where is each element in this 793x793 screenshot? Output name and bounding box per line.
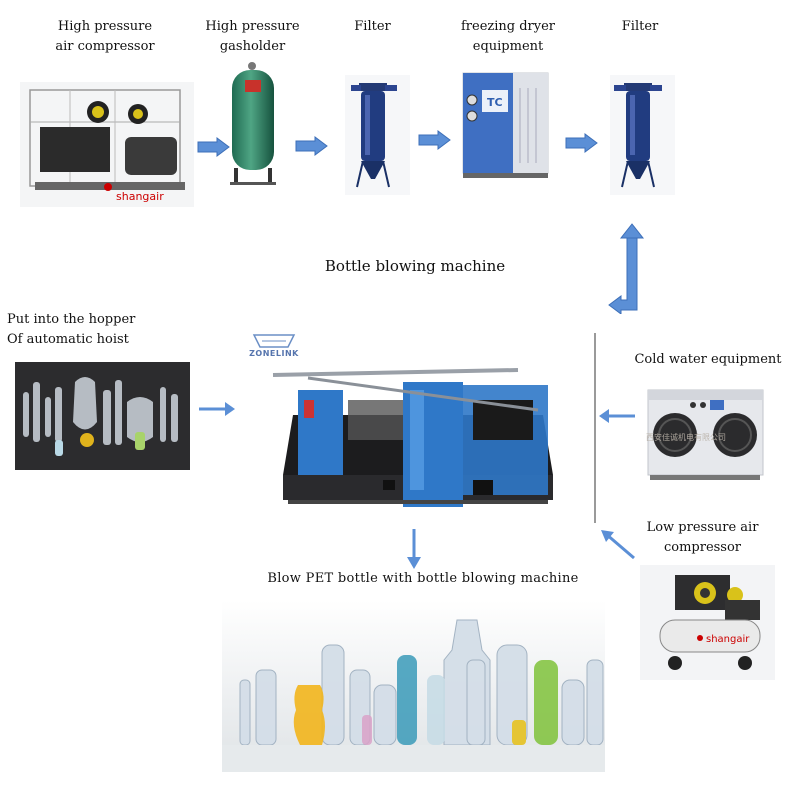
- freezing-dryer-image: TC: [458, 68, 553, 183]
- zonelink-text: ZONELINK: [249, 349, 299, 358]
- arrow-compressor-to-gasholder: [197, 137, 230, 157]
- cold-water-chiller-image: 西安佳诚机电有限公司: [640, 380, 770, 490]
- shangair-text: shangair: [116, 190, 164, 203]
- arrow-machine-to-bottles: [407, 529, 421, 569]
- preforms-image: [15, 362, 190, 470]
- filter-1-image: [345, 75, 410, 195]
- label-high-pressure-compressor: High pressure air compressor: [55, 19, 155, 54]
- label-blow-pet-bottle: Blow PET bottle with bottle blowing mach…: [267, 571, 579, 586]
- arrow-filter-to-machine-l: [608, 223, 645, 314]
- gasholder-tank-image: [222, 58, 286, 188]
- label-hopper: Put into the hopper Of automatic hoist: [7, 312, 136, 347]
- filter-2-image: [610, 75, 675, 195]
- pet-bottles-image: [222, 600, 605, 772]
- bottle-blowing-machine-image: [268, 360, 558, 520]
- label-filter-2: Filter: [621, 19, 659, 34]
- zonelink-logo: ZONELINK: [244, 333, 304, 361]
- vertical-divider: [594, 333, 596, 523]
- chiller-watermark: 西安佳诚机电有限公司: [646, 432, 726, 442]
- arrow-chiller-to-machine: [599, 409, 635, 423]
- label-low-pressure-compressor: Low pressure air compressor: [646, 520, 759, 555]
- arrow-dryer-to-filter: [565, 133, 598, 153]
- label-freezing-dryer: freezing dryer equipment: [460, 19, 556, 54]
- arrow-preforms-to-machine: [199, 402, 235, 416]
- label-gasholder: High pressure gasholder: [205, 19, 300, 54]
- label-filter-1: Filter: [354, 19, 391, 34]
- high-pressure-compressor-image: shangair: [20, 82, 194, 207]
- arrow-low-compressor-to-machine: [601, 530, 635, 560]
- low-pressure-compressor-image: shangair: [640, 565, 775, 680]
- label-cold-water: Cold water equipment: [634, 352, 782, 367]
- arrow-gasholder-to-filter: [295, 136, 328, 156]
- label-bottle-blowing-machine: Bottle blowing machine: [324, 257, 506, 275]
- arrow-filter-to-dryer: [418, 130, 451, 150]
- low-compressor-brand-text: shangair: [706, 634, 750, 645]
- dryer-logo-text: TC: [487, 96, 503, 109]
